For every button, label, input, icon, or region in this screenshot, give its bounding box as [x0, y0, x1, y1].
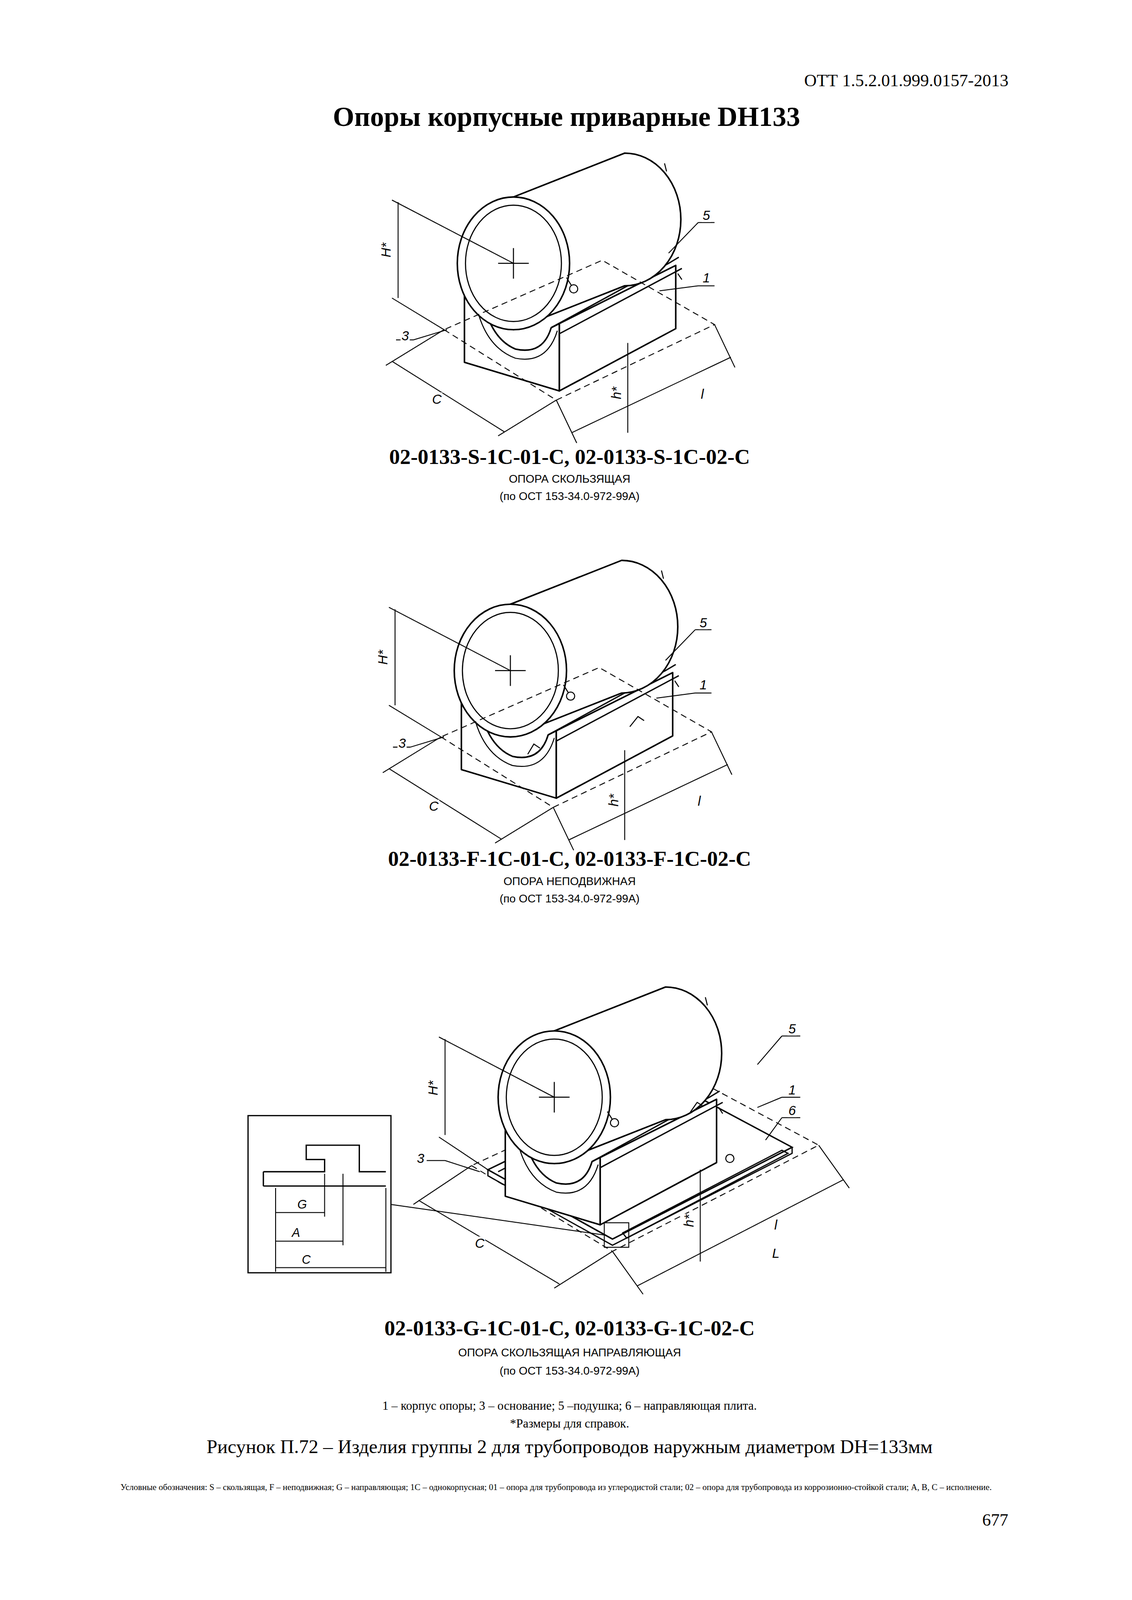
dimension-letter: 5: [701, 208, 712, 223]
dimension-letter: H*: [379, 241, 393, 259]
dimension-letter: C: [427, 799, 440, 814]
dimension-letter: 5: [698, 615, 709, 630]
note-text: *Размеры для справок.: [510, 1417, 630, 1431]
subtitle: (по ОСТ 153-34.0-972-99А): [499, 892, 640, 905]
dimension-letter: 1: [698, 678, 709, 692]
dimension-letter: 1: [787, 1083, 798, 1097]
dimension-letter: l: [699, 387, 705, 401]
dimension-lines: [382, 607, 732, 851]
support-drawing-guided: [248, 986, 850, 1294]
designation: 02-0133-G-1C-01-C, 02-0133-G-1C-02-C: [384, 1317, 756, 1341]
dimension-lines: [386, 199, 736, 443]
dimension-letter: h*: [610, 385, 624, 401]
note-text: 677: [982, 1511, 1009, 1531]
subtitle: ОПОРА СКОЛЬЗЯЩАЯ: [508, 472, 631, 486]
dimension-letter: h*: [682, 1213, 696, 1229]
support-body: [498, 986, 723, 1225]
note-text: 1 – корпус опоры; 3 – основание; 5 –поду…: [382, 1399, 757, 1414]
dimension-letter: l: [773, 1218, 779, 1232]
support-drawing-fixed: [382, 560, 732, 851]
support-body: [454, 560, 679, 799]
dimension-letter: 1: [701, 271, 712, 285]
support-drawing-sliding: [457, 153, 682, 392]
designation: 02-0133-S-1C-01-C, 02-0133-S-1C-02-C: [389, 445, 751, 470]
page-title: Опоры корпусные приварные DН133: [333, 102, 801, 133]
figure-caption: Рисунок П.72 – Изделия группы 2 для труб…: [206, 1436, 933, 1459]
note-text: ОТТ 1.5.2.01.999.0157-2013: [803, 72, 1009, 92]
dimension-letter: H*: [375, 648, 390, 666]
footnote: Условные обозначения: S – скользящая, F …: [120, 1481, 1019, 1494]
subtitle: ОПОРА СКОЛЬЗЯЩАЯ НАПРАВЛЯЮЩАЯ: [458, 1346, 681, 1359]
weld-mark: [527, 716, 645, 755]
dimension-letter: 6: [787, 1104, 798, 1118]
dimension-letter: A: [291, 1226, 302, 1240]
dimension-letter: H*: [426, 1079, 440, 1097]
subtitle: (по ОСТ 153-34.0-972-99А): [499, 490, 640, 503]
dimension-letter: G: [296, 1198, 308, 1211]
dimension-letter: l: [696, 794, 702, 809]
dimension-letter: 3: [415, 1152, 426, 1166]
dimension-letter: 3: [397, 736, 407, 750]
designation: 02-0133-F-1C-01-C, 02-0133-F-1C-02-C: [387, 847, 752, 872]
dimension-letter: 3: [400, 328, 411, 343]
subtitle: ОПОРА НЕПОДВИЖНАЯ: [503, 874, 636, 887]
dimension-letter: 5: [787, 1022, 798, 1036]
dimension-letter: h*: [606, 792, 621, 808]
subtitle: (по ОСТ 153-34.0-972-99А): [499, 1364, 640, 1378]
dimension-letter: C: [474, 1236, 486, 1250]
dimension-letter: C: [300, 1253, 312, 1266]
dimension-letter: C: [431, 392, 443, 406]
dimension-letter: L: [771, 1246, 781, 1261]
